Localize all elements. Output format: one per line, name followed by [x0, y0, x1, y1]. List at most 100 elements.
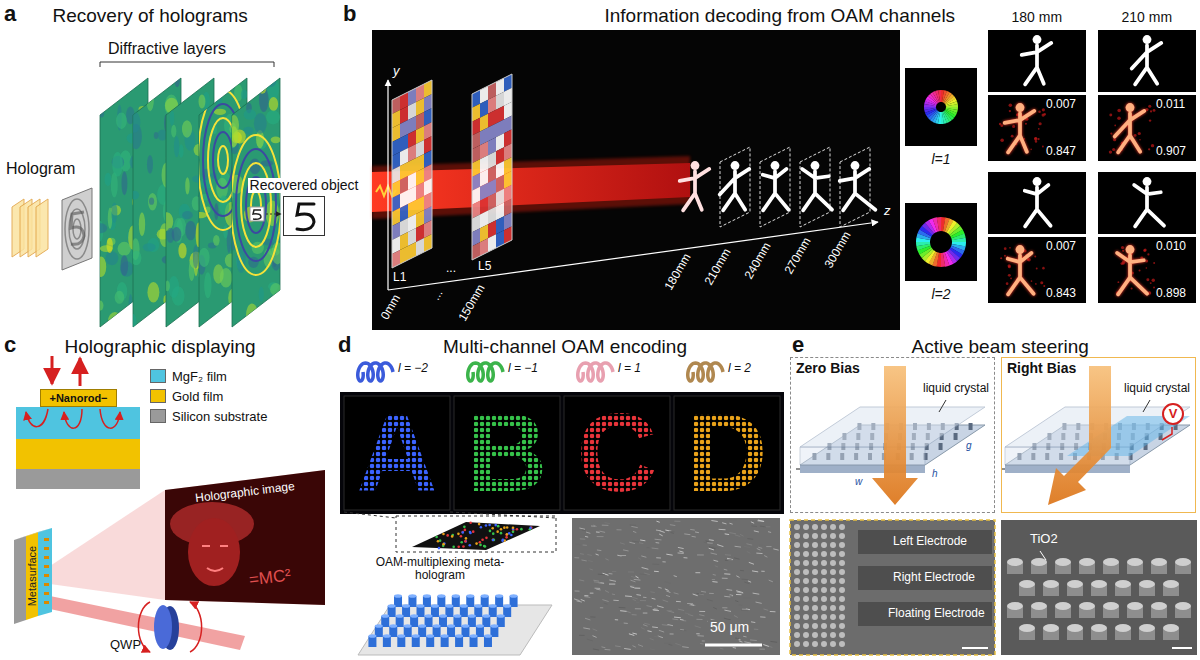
sem-texture	[615, 645, 621, 647]
zoom-lines	[344, 512, 556, 518]
sem-pillar	[839, 578, 845, 584]
layer-speckle	[129, 112, 141, 133]
layer-speckle	[193, 245, 199, 269]
meta-pixel	[446, 534, 449, 537]
nanorod-dot	[44, 547, 49, 550]
meta-pixel	[461, 531, 464, 534]
meta-pixel	[452, 546, 455, 549]
meta-pixel	[485, 537, 488, 540]
meta-pixel	[479, 541, 482, 544]
sem-texture	[742, 579, 749, 581]
sem-texture	[689, 605, 695, 606]
mode-label: l = 1	[618, 362, 641, 375]
sem-pillar	[830, 542, 836, 548]
legend-text: Gold film	[172, 389, 223, 404]
sem-texture	[722, 578, 728, 579]
layer-speckle	[108, 312, 122, 331]
sem-texture	[576, 544, 580, 545]
oam-helix-icon	[468, 363, 503, 381]
tio2-pillar-top	[1175, 558, 1191, 566]
sem-pillar	[839, 569, 845, 575]
meta-pixel	[494, 524, 497, 527]
sem-texture	[773, 549, 778, 550]
sem-texture	[579, 528, 585, 529]
sem-pillar	[830, 560, 836, 566]
oam-phase-ring	[935, 90, 940, 102]
meta-top	[14, 528, 52, 540]
nanopillar-top	[474, 604, 482, 608]
sem-texture	[647, 547, 650, 548]
sem-texture	[658, 587, 662, 589]
sem-texture	[640, 573, 647, 575]
sem-texture	[630, 585, 635, 587]
layer-speckle	[182, 211, 193, 219]
sem-texture	[667, 624, 673, 625]
nanorod: +Nanorod−	[40, 389, 117, 407]
sem-texture	[587, 639, 593, 641]
axis-label: z	[884, 204, 891, 218]
layer-speckle	[94, 223, 107, 233]
output-figure-core-head	[1126, 103, 1135, 112]
layer-speckle	[129, 69, 141, 92]
speckle	[1008, 265, 1011, 268]
sem-texture	[631, 576, 636, 578]
sem-pillar	[812, 623, 818, 629]
electrode-band	[858, 530, 992, 554]
speckle	[1010, 278, 1012, 280]
letter-cell	[564, 396, 670, 510]
sem-texture	[597, 536, 604, 537]
nanopillar-top	[417, 604, 425, 608]
layer-speckle	[199, 248, 210, 268]
sem-pillar	[812, 542, 818, 548]
sem-pillar	[803, 533, 809, 539]
sem-texture	[729, 533, 736, 534]
image-plane	[720, 147, 750, 227]
sem-texture	[712, 581, 717, 583]
speckle	[1149, 119, 1151, 121]
sem-texture	[754, 629, 758, 630]
layer-speckle	[96, 256, 106, 276]
sem-texture	[697, 635, 703, 636]
speckle	[999, 123, 1001, 125]
reflected-arrow	[79, 358, 82, 386]
sem-pillar	[821, 641, 827, 647]
sem-pillar	[830, 533, 836, 539]
sem-pillar	[839, 533, 845, 539]
sem-pillar	[830, 623, 836, 629]
speckle	[1112, 148, 1115, 151]
speckle	[1030, 149, 1032, 151]
layer-speckle	[266, 200, 279, 226]
sem-texture	[654, 571, 659, 572]
sem-texture	[751, 522, 754, 523]
sem-pillar	[812, 596, 818, 602]
sem-texture	[696, 633, 699, 634]
speckle	[1009, 103, 1013, 107]
meta-pixel	[493, 539, 496, 542]
sem-texture	[674, 617, 681, 619]
panel-letter: d	[338, 333, 351, 357]
sem-texture	[736, 594, 741, 595]
meta-pixel	[529, 527, 532, 530]
oam-phase-ring	[924, 108, 936, 113]
result-image	[1098, 172, 1196, 234]
nanopillar-top	[433, 624, 441, 628]
nanopillar-top	[410, 614, 418, 618]
result-image	[1098, 95, 1196, 161]
layer-speckle	[99, 109, 104, 117]
sem-pillar	[803, 641, 809, 647]
sem-texture	[581, 599, 585, 601]
result-image	[988, 172, 1086, 234]
sem-texture	[670, 524, 675, 526]
layer-speckle	[130, 191, 140, 200]
mgf2-layer	[16, 407, 140, 439]
sem-texture	[678, 609, 684, 610]
sem-texture	[711, 553, 717, 554]
nanorod-dot	[44, 556, 49, 559]
sem-texture	[623, 550, 629, 551]
sem-texture	[753, 593, 760, 594]
oam-phase-ring	[933, 91, 940, 103]
target-figure	[1022, 43, 1052, 84]
sem-texture	[720, 648, 724, 650]
meta-pixel	[506, 526, 509, 529]
output-figure-core-head	[1126, 245, 1135, 254]
